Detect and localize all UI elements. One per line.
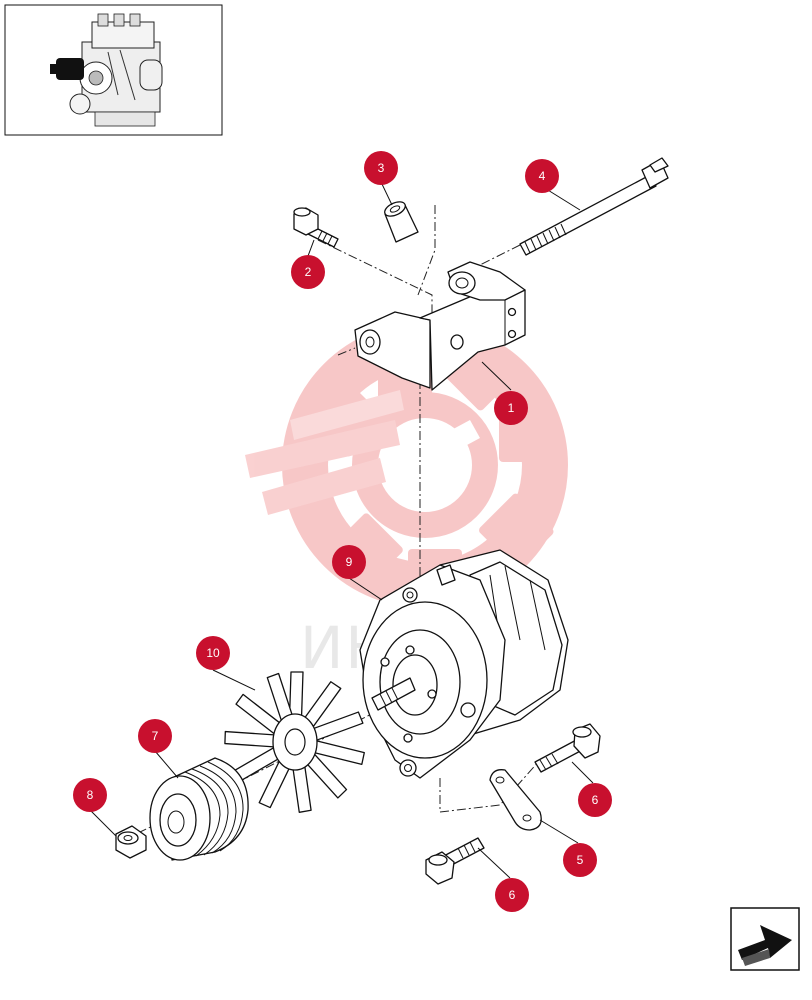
svg-text:3: 3 xyxy=(378,161,385,175)
callout-6-lower: 6 xyxy=(495,878,529,912)
part-6-bolt-lower xyxy=(425,837,485,885)
part-10-fan xyxy=(224,671,365,813)
leader-lines xyxy=(89,181,594,879)
svg-text:1: 1 xyxy=(508,401,515,415)
part-9-alternator xyxy=(359,549,569,779)
next-page-button[interactable] xyxy=(730,907,800,971)
next-page-arrow-icon xyxy=(738,925,792,966)
engine-thumbnail-icon xyxy=(50,13,163,127)
part-6-bolt-upper xyxy=(534,723,601,773)
part-7-pulley xyxy=(149,757,249,861)
svg-text:7: 7 xyxy=(152,729,159,743)
callout-4: 4 xyxy=(525,159,559,193)
callout-7: 7 xyxy=(138,719,172,753)
svg-text:6: 6 xyxy=(509,888,516,902)
svg-text:5: 5 xyxy=(577,853,584,867)
callout-2: 2 xyxy=(291,255,325,289)
part-8-nut xyxy=(115,825,147,859)
callout-10: 10 xyxy=(196,636,230,670)
svg-text:9: 9 xyxy=(346,555,353,569)
part-1-bracket xyxy=(354,261,526,391)
callout-3: 3 xyxy=(364,151,398,185)
callout-1: 1 xyxy=(494,391,528,425)
part-2-bolt xyxy=(293,207,339,248)
part-4-long-bolt xyxy=(519,157,669,256)
engine-thumbnail xyxy=(4,4,223,136)
svg-text:8: 8 xyxy=(87,788,94,802)
svg-text:4: 4 xyxy=(539,169,546,183)
svg-text:10: 10 xyxy=(206,646,220,660)
callout-8: 8 xyxy=(73,778,107,812)
callout-5: 5 xyxy=(563,843,597,877)
part-3-spacer xyxy=(384,201,419,243)
callout-6-upper: 6 xyxy=(578,783,612,817)
callouts: 1 2 3 4 5 6 6 7 xyxy=(73,151,612,912)
svg-text:6: 6 xyxy=(592,793,599,807)
callout-9: 9 xyxy=(332,545,366,579)
svg-text:2: 2 xyxy=(305,265,312,279)
part-5-link-plate xyxy=(489,769,542,831)
